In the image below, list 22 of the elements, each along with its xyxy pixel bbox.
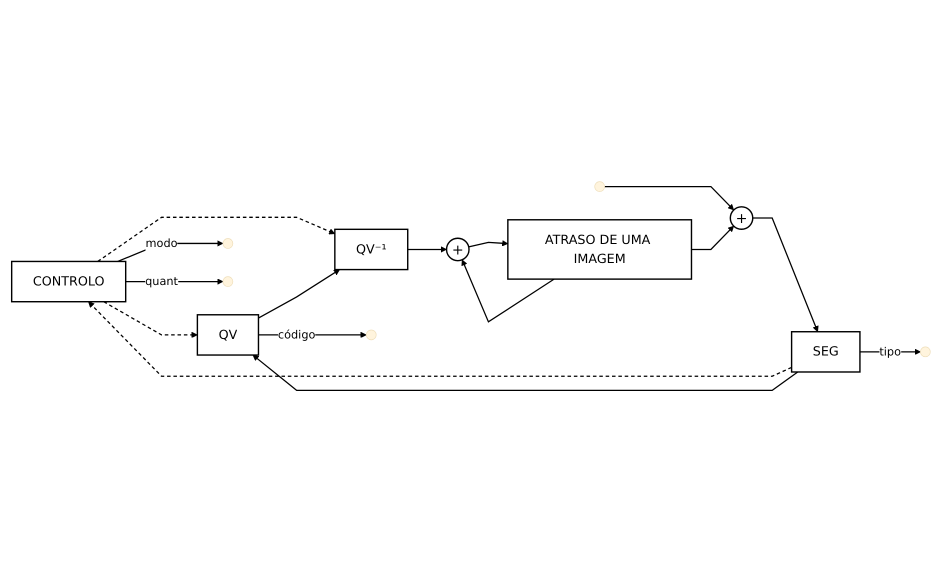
edge-label: quant xyxy=(145,274,178,288)
arrow xyxy=(408,246,447,252)
block-diagram: modo quant tipo código CONTROLO + SEG QV QV⁻¹ ATRASO DE UMA IMAGEM + xyxy=(6,176,936,396)
edge-label: código xyxy=(278,327,316,341)
edge-label: tipo xyxy=(879,344,902,358)
arrow xyxy=(258,268,340,318)
arrow xyxy=(752,216,819,332)
arrow xyxy=(252,354,798,390)
arrow xyxy=(604,185,734,210)
node-circle xyxy=(730,206,754,230)
node-box xyxy=(334,228,408,270)
arrow xyxy=(691,225,734,250)
node-box xyxy=(507,218,692,280)
arrow xyxy=(461,259,554,322)
edge-label: modo xyxy=(146,236,178,250)
node-circle xyxy=(446,237,470,261)
node-box xyxy=(790,330,861,372)
node-box xyxy=(10,260,126,302)
arrow xyxy=(103,300,198,338)
arrow xyxy=(88,300,792,376)
node-box xyxy=(196,314,260,356)
arrow xyxy=(468,240,508,248)
